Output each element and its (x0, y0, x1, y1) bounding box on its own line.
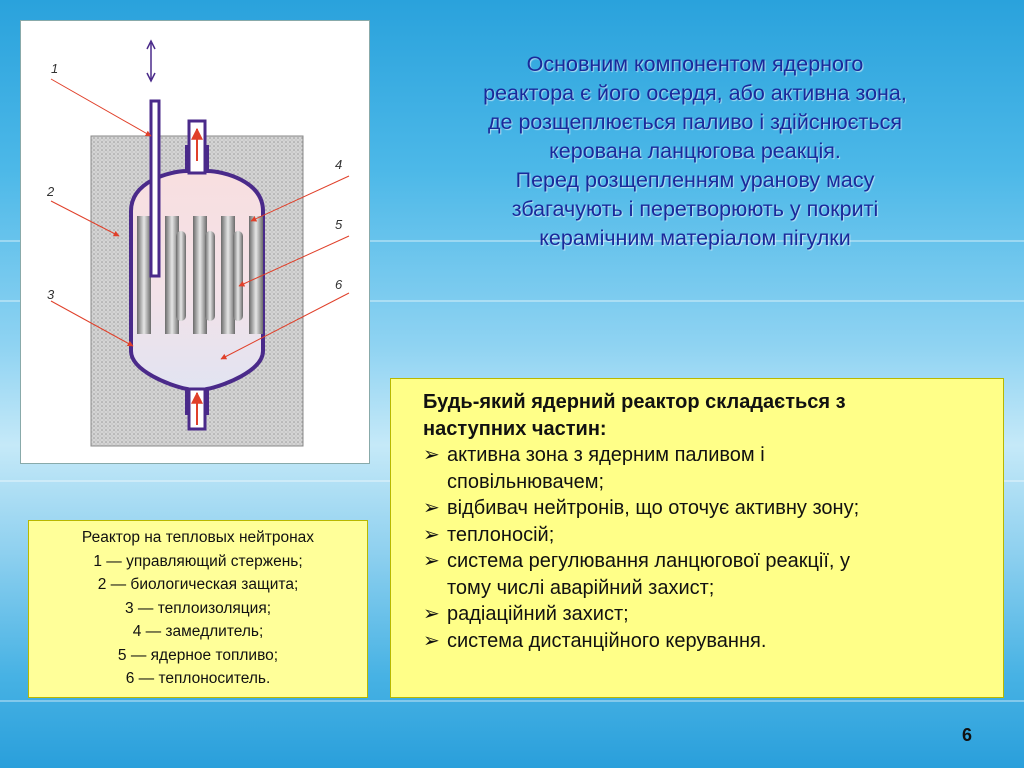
background-wave (0, 700, 1024, 702)
parts-list: ➢ активна зона з ядерним паливом і спові… (423, 442, 983, 654)
callout-label-5: 5 (335, 217, 343, 232)
bullet-arrow-icon: ➢ (423, 497, 440, 519)
diagram-legend-box: Реактор на тепловых нейтронах 1 — управл… (28, 520, 368, 698)
control-rod-motion-arrowheads (146, 39, 156, 83)
callout-label-4: 4 (335, 157, 342, 172)
fuel-element (176, 231, 186, 321)
parts-item-line: відбивач нейтронів, що оточує активну зо… (447, 497, 860, 519)
parts-list-item: ➢ система дистанційного керування. (423, 628, 983, 655)
parts-list-item: ➢ система регулювання ланцюгової реакції… (423, 548, 983, 601)
intro-line: збагачують і перетворюють у покриті (511, 197, 879, 221)
fuel-element (205, 231, 215, 321)
legend-line: 1 — управляющий стержень; (93, 552, 303, 570)
background-wave (0, 300, 1024, 302)
parts-item-line: теплоносій; (447, 523, 555, 546)
parts-list-item: ➢ активна зона з ядерним паливом і спові… (423, 442, 983, 495)
intro-line: Основним компонентом ядерного (526, 52, 864, 76)
slide-page-number: 6 (962, 725, 973, 745)
callout-label-1: 1 (51, 61, 58, 76)
intro-line: реактора є його осердя, або активна зона… (483, 81, 907, 105)
callout-label-2: 2 (46, 184, 55, 199)
callout-line-2 (50, 200, 120, 237)
bullet-arrow-icon: ➢ (423, 550, 440, 572)
parts-item-line: система регулювання ланцюгової реакції, … (447, 550, 851, 572)
intro-paragraph: Основним компонентом ядерного реактора є… (405, 50, 985, 253)
intro-line: керамічним матеріалом пігулки (539, 226, 851, 250)
parts-list-item: ➢ відбивач нейтронів, що оточує активну … (423, 495, 983, 522)
control-rod (149, 99, 161, 278)
moderator-rod (221, 216, 235, 334)
bullet-arrow-icon: ➢ (423, 629, 440, 652)
background-wave (0, 240, 1024, 242)
reactor-parts-box: Будь-який ядерний реактор складається з … (390, 378, 1004, 698)
intro-line: керована ланцюгова реакція. (549, 139, 841, 163)
bullet-arrow-icon: ➢ (423, 603, 440, 625)
bullet-arrow-icon: ➢ (423, 444, 440, 466)
parts-heading-line: наступних частин: (423, 417, 607, 440)
moderator-rod (165, 216, 179, 334)
parts-item-line: радіаційний захист; (447, 603, 629, 625)
fuel-element (233, 231, 243, 321)
moderator-rod (137, 216, 151, 334)
callout-label-6: 6 (335, 277, 343, 292)
legend-line: Реактор на тепловых нейтронах (81, 529, 315, 546)
moderator-rod (193, 216, 207, 334)
callout-line-4 (250, 175, 350, 222)
parts-heading-line: Будь-який ядерний реактор складається з (423, 391, 846, 413)
intro-line: де розщеплюється паливо і здійснюється (487, 110, 902, 134)
legend-line: 6 — теплоноситель. (125, 670, 271, 687)
parts-list-item: ➢ радіаційний захист; (423, 601, 983, 628)
bullet-arrow-icon: ➢ (423, 523, 440, 546)
parts-item-line: активна зона з ядерним паливом і (447, 444, 765, 466)
parts-list-item: ➢ теплоносій; (423, 522, 983, 549)
legend-line: 3 — теплоизоляция; (124, 599, 272, 617)
callout-line-5 (238, 235, 350, 287)
parts-item-line: система дистанційного керування. (447, 629, 767, 652)
reactor-diagram: 1 2 3 4 5 6 (46, 39, 350, 447)
moderator-rod (249, 216, 263, 334)
callout-line-3 (50, 300, 134, 347)
legend-line: 4 — замедлитель; (132, 623, 264, 640)
reactor-diagram-panel: 1 2 3 4 5 6 (20, 20, 370, 464)
parts-item-line: сповільнювачем; (447, 470, 605, 493)
intro-line: Перед розщепленням уранову масу (515, 168, 875, 192)
legend-line: 2 — биологическая защита; (97, 576, 299, 593)
callout-label-3: 3 (47, 287, 55, 302)
legend-line: 5 — ядерное топливо; (117, 646, 279, 664)
callout-line-6 (220, 292, 350, 360)
parts-item-line: тому числі аварійний захист; (447, 576, 715, 599)
callout-line-1 (50, 78, 152, 137)
